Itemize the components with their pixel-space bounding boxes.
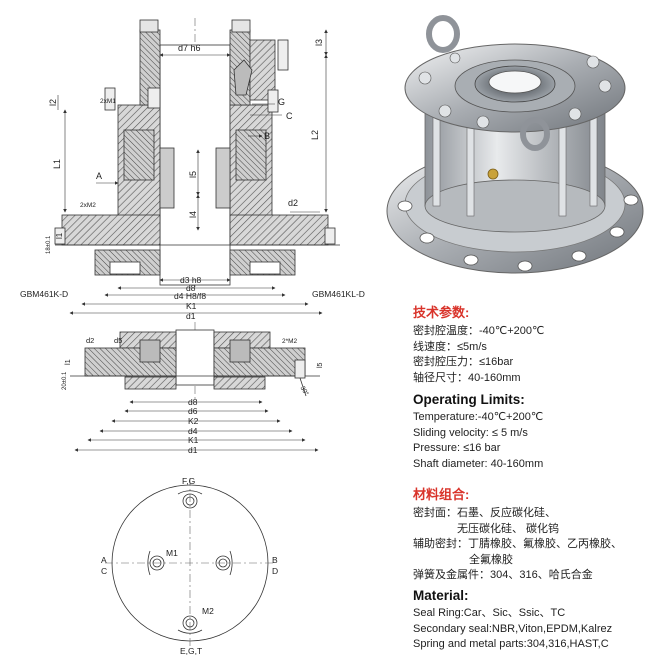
label-d4-sec: d4 (188, 426, 198, 436)
label-d1: d1 (186, 311, 196, 321)
label-d3: d3 h8 (180, 275, 202, 285)
material-cn-line: 辅助密封：丁腈橡胶、氟橡胶、乙丙橡胶、 (413, 538, 622, 550)
label-angle: 30° (299, 385, 311, 398)
material-cn-line: 弹簧及金属件：304、316、哈氏合金 (413, 569, 593, 581)
label-2m2: 2*M2 (282, 338, 298, 345)
face-left-label-2: C (101, 566, 107, 576)
label-L2: L2 (310, 130, 320, 140)
operating-limits-title: Operating Limits: (413, 392, 525, 407)
model-left: GBM461K-D (20, 289, 68, 299)
tech-cn-line: 密封腔温度：-40℃+200℃ (413, 325, 545, 337)
product-photo (386, 15, 644, 274)
label-k1-sec: K1 (188, 435, 199, 445)
tech-params-cn: 技术参数: 密封腔温度：-40℃+200℃ 线速度：≤5m/s 密封腔压力：≤1… (413, 302, 653, 386)
face-right-label-1: B (272, 555, 278, 565)
material-en-line: Secondary seal:NBR,Viton,EPDM,Kalrez (413, 622, 613, 635)
operating-limit-line: Shaft diameter: 40-160mm (413, 457, 544, 470)
face-view (105, 478, 275, 648)
label-d2: d2 (86, 336, 94, 345)
label-a: A (96, 171, 102, 181)
label-g: G (278, 97, 285, 107)
tech-cn-line: 线速度：≤5m/s (413, 340, 487, 353)
materials-en: Material: Seal Ring:Car、Sic、Ssic、TC Seco… (413, 588, 653, 653)
label-h3: 18±0.1 (46, 235, 52, 254)
operating-limit-line: Pressure: ≤16 bar (413, 442, 501, 454)
label-d8-sec: d8 (188, 397, 198, 407)
materials-en-title: Material: (413, 588, 469, 603)
materials-cn: 材料组合: 密封面：石墨、反应碳化硅、 无压碳化硅、 碳化钨 辅助密封：丁腈橡胶… (413, 484, 653, 584)
label-L1: L1 (52, 159, 62, 169)
label-k2-sec: K2 (188, 416, 199, 426)
operating-limit-line: Temperature:-40℃+200℃ (413, 411, 544, 423)
tech-cn-line: 轴径尺寸：40-160mm (413, 371, 521, 384)
operating-limit-line: Sliding velocity: ≤ 5 m/s (413, 426, 528, 439)
label-l3: l3 (314, 39, 324, 46)
label-d2-top: d2 (288, 198, 298, 208)
operating-limits: Operating Limits: Temperature:-40℃+200℃ … (413, 392, 653, 472)
label-2xm2: 2xM2 (80, 202, 96, 209)
material-cn-line: 全氟橡胶 (469, 553, 513, 566)
label-l4: l4 (188, 211, 198, 218)
face-bottom-label: E,G,T (180, 646, 202, 656)
dimension-labels-main: d7 h6 l3 l2 2xM1 G C B L2 L1 A l5 l4 2xM… (20, 39, 365, 321)
section-view-main (54, 18, 340, 290)
label-c: C (286, 111, 293, 121)
dimension-lines-secondary (74, 400, 319, 452)
material-cn-line: 无压碳化硅、 碳化钨 (457, 522, 560, 535)
label-l1: l1 (63, 359, 72, 365)
section-view-secondary (70, 322, 320, 400)
face-left-label-1: A (101, 555, 107, 565)
label-l1-top: l1 (55, 232, 64, 239)
label-2xm1: 2xM1 (100, 98, 116, 105)
face-right-label-2: D (272, 566, 278, 576)
face-top-label: F,G (182, 476, 195, 486)
material-cn-line: 密封面：石墨、反应碳化硅、 (413, 507, 556, 519)
label-l2-top: l2 (48, 99, 58, 106)
dimension-labels-secondary: d2 d5 2*M2 l1 20±0.1 l5 30° d8 d6 K2 d4 … (62, 336, 324, 455)
material-en-line: Spring and metal parts:304,316,HAST,C (413, 638, 609, 650)
tech-params-cn-title: 技术参数: (413, 305, 470, 320)
dimension-lines-main (57, 29, 328, 315)
material-en-line: Seal Ring:Car、Sic、Ssic、TC (413, 607, 566, 619)
face-m2-label: M2 (202, 606, 214, 616)
face-view-labels: F,G A C B D E,G,T M1 M2 (101, 476, 278, 656)
label-l5: l5 (188, 171, 198, 178)
label-k1: K1 (186, 301, 197, 311)
materials-cn-title: 材料组合: (413, 487, 470, 502)
label-b: B (264, 131, 270, 141)
label-d5: d5 (114, 336, 122, 345)
tech-cn-line: 密封腔压力：≤16bar (413, 356, 514, 368)
label-l5-sec: l5 (317, 362, 324, 368)
label-d1-sec: d1 (188, 445, 198, 455)
label-d8: d8 (186, 283, 196, 293)
model-right: GBM461KL-D (312, 289, 365, 299)
label-d4: d4 H8/f8 (174, 291, 206, 301)
technical-drawing: d7 h6 l3 l2 2xM1 G C B L2 L1 A l5 l4 2xM… (20, 18, 365, 656)
face-m1-label: M1 (166, 548, 178, 558)
label-d6-sec: d6 (188, 406, 198, 416)
label-d7: d7 h6 (178, 43, 201, 53)
label-h: 20±0.1 (62, 371, 68, 390)
